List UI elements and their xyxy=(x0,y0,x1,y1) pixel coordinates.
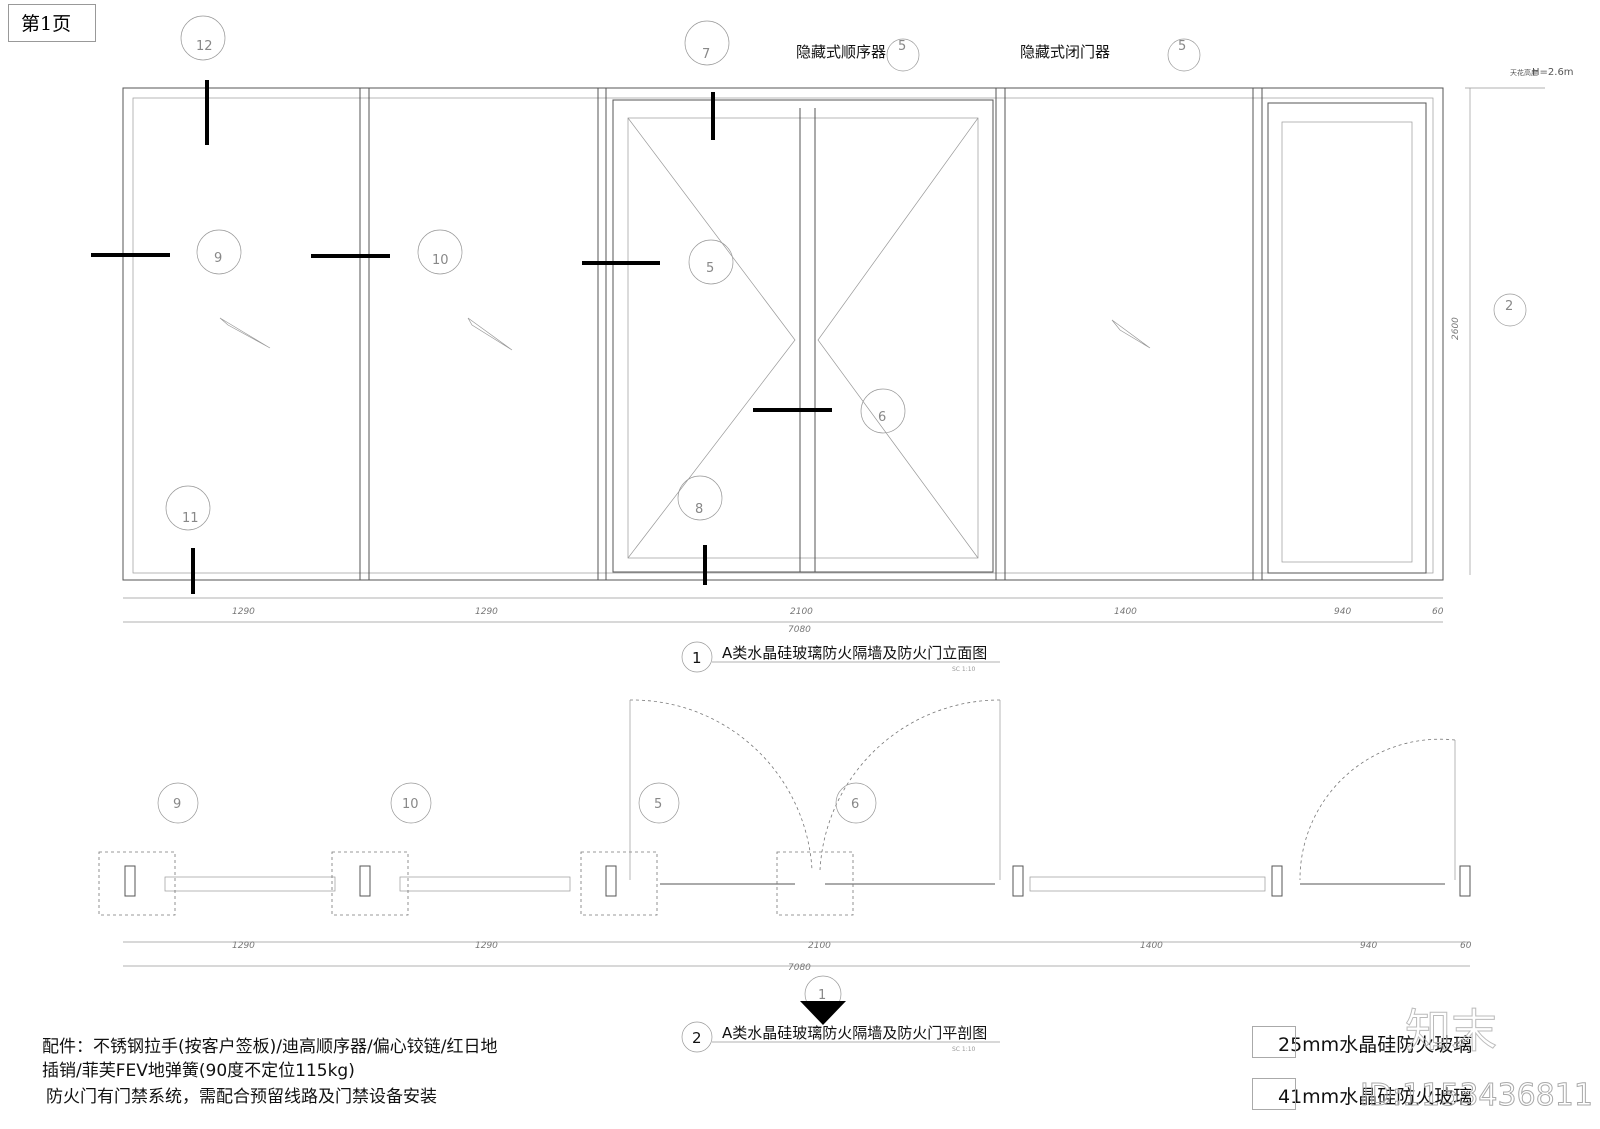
svg-text:9: 9 xyxy=(173,797,181,812)
svg-text:1400: 1400 xyxy=(1140,941,1163,951)
legend-item-41mm: 41mm水晶硅防火玻璃 xyxy=(1252,1078,1472,1110)
svg-text:940: 940 xyxy=(1360,941,1377,951)
plan-view xyxy=(98,699,1471,967)
plan-section-marker: 1 xyxy=(800,975,846,1025)
door-closer-label: 隐藏式闭门器 xyxy=(1020,43,1110,61)
svg-text:6: 6 xyxy=(851,797,859,812)
svg-text:7080: 7080 xyxy=(788,963,811,973)
svg-text:7: 7 xyxy=(702,47,710,62)
svg-text:1: 1 xyxy=(692,649,702,667)
svg-text:6: 6 xyxy=(878,410,886,425)
svg-text:11: 11 xyxy=(182,511,199,526)
svg-text:1400: 1400 xyxy=(1114,607,1137,617)
svg-text:SC 1:10: SC 1:10 xyxy=(952,666,976,673)
plan-title: 2 A类水晶硅玻璃防火隔墙及防火门平剖图 SC 1:10 xyxy=(681,1021,1000,1053)
height-dim: 2600 xyxy=(1451,317,1461,340)
svg-text:940: 940 xyxy=(1334,607,1351,617)
svg-text:5: 5 xyxy=(1178,39,1186,54)
svg-text:9: 9 xyxy=(214,251,222,266)
svg-text:60: 60 xyxy=(1460,941,1472,951)
svg-text:60: 60 xyxy=(1432,607,1444,617)
svg-text:10: 10 xyxy=(402,797,419,812)
svg-text:1290: 1290 xyxy=(475,941,498,951)
svg-text:1290: 1290 xyxy=(475,607,498,617)
svg-text:5: 5 xyxy=(706,261,714,276)
watermark-id: ID:1153436811 xyxy=(1360,1078,1594,1114)
svg-text:2100: 2100 xyxy=(808,941,831,951)
note-line-3: 防火门有门禁系统，需配合预留线路及门禁设备安装 xyxy=(46,1087,437,1107)
note-line-2: 插销/菲芙FEV地弹簧(90度不定位115kg) xyxy=(42,1061,355,1081)
svg-text:1290: 1290 xyxy=(232,607,255,617)
svg-text:2100: 2100 xyxy=(790,607,813,617)
watermark-brand: 知末 xyxy=(1405,1004,1498,1059)
svg-text:10: 10 xyxy=(432,253,449,268)
svg-text:7080: 7080 xyxy=(788,625,811,635)
leaf-hatch-icon xyxy=(1252,1078,1296,1110)
plan-dimensions: 1290 1290 2100 1400 940 60 7080 xyxy=(232,941,1472,973)
svg-text:5: 5 xyxy=(654,797,662,812)
hatch-lines-icon xyxy=(1252,1026,1296,1058)
page-label: 第1页 xyxy=(8,4,96,42)
note-line-1: 配件：不锈钢拉手(按客户签板)/迪高顺序器/偏心铰链/红日地 xyxy=(42,1037,498,1057)
svg-text:SC 1:10: SC 1:10 xyxy=(952,1046,976,1053)
elevation-title: 1 A类水晶硅玻璃防火隔墙及防火门立面图 SC 1:10 xyxy=(681,641,1000,673)
svg-text:1: 1 xyxy=(818,988,826,1003)
svg-text:2: 2 xyxy=(1505,299,1513,314)
svg-text:8: 8 xyxy=(695,502,703,517)
callouts-elevation: 12 7 5 5 9 10 5 2 6 11 8 xyxy=(165,15,1527,531)
svg-text:A类水晶硅玻璃防火隔墙及防火门立面图: A类水晶硅玻璃防火隔墙及防火门立面图 xyxy=(722,644,987,662)
legend-item-25mm: 25mm水晶硅防火玻璃 xyxy=(1252,1026,1472,1058)
ceiling-height: H=2.6m xyxy=(1532,67,1574,78)
ceiling-tag: 天花高度 xyxy=(1510,68,1538,77)
callouts-plan: 9 10 5 6 xyxy=(157,782,877,824)
svg-text:5: 5 xyxy=(898,39,906,54)
svg-text:2: 2 xyxy=(692,1029,702,1047)
elevation-view xyxy=(91,80,1545,623)
svg-text:A类水晶硅玻璃防火隔墙及防火门平剖图: A类水晶硅玻璃防火隔墙及防火门平剖图 xyxy=(722,1024,987,1042)
sequencer-label: 隐藏式顺序器 xyxy=(796,43,886,61)
svg-text:1290: 1290 xyxy=(232,941,255,951)
elevation-dimensions: 1290 1290 2100 1400 940 60 7080 xyxy=(232,607,1444,635)
svg-text:12: 12 xyxy=(196,39,213,54)
